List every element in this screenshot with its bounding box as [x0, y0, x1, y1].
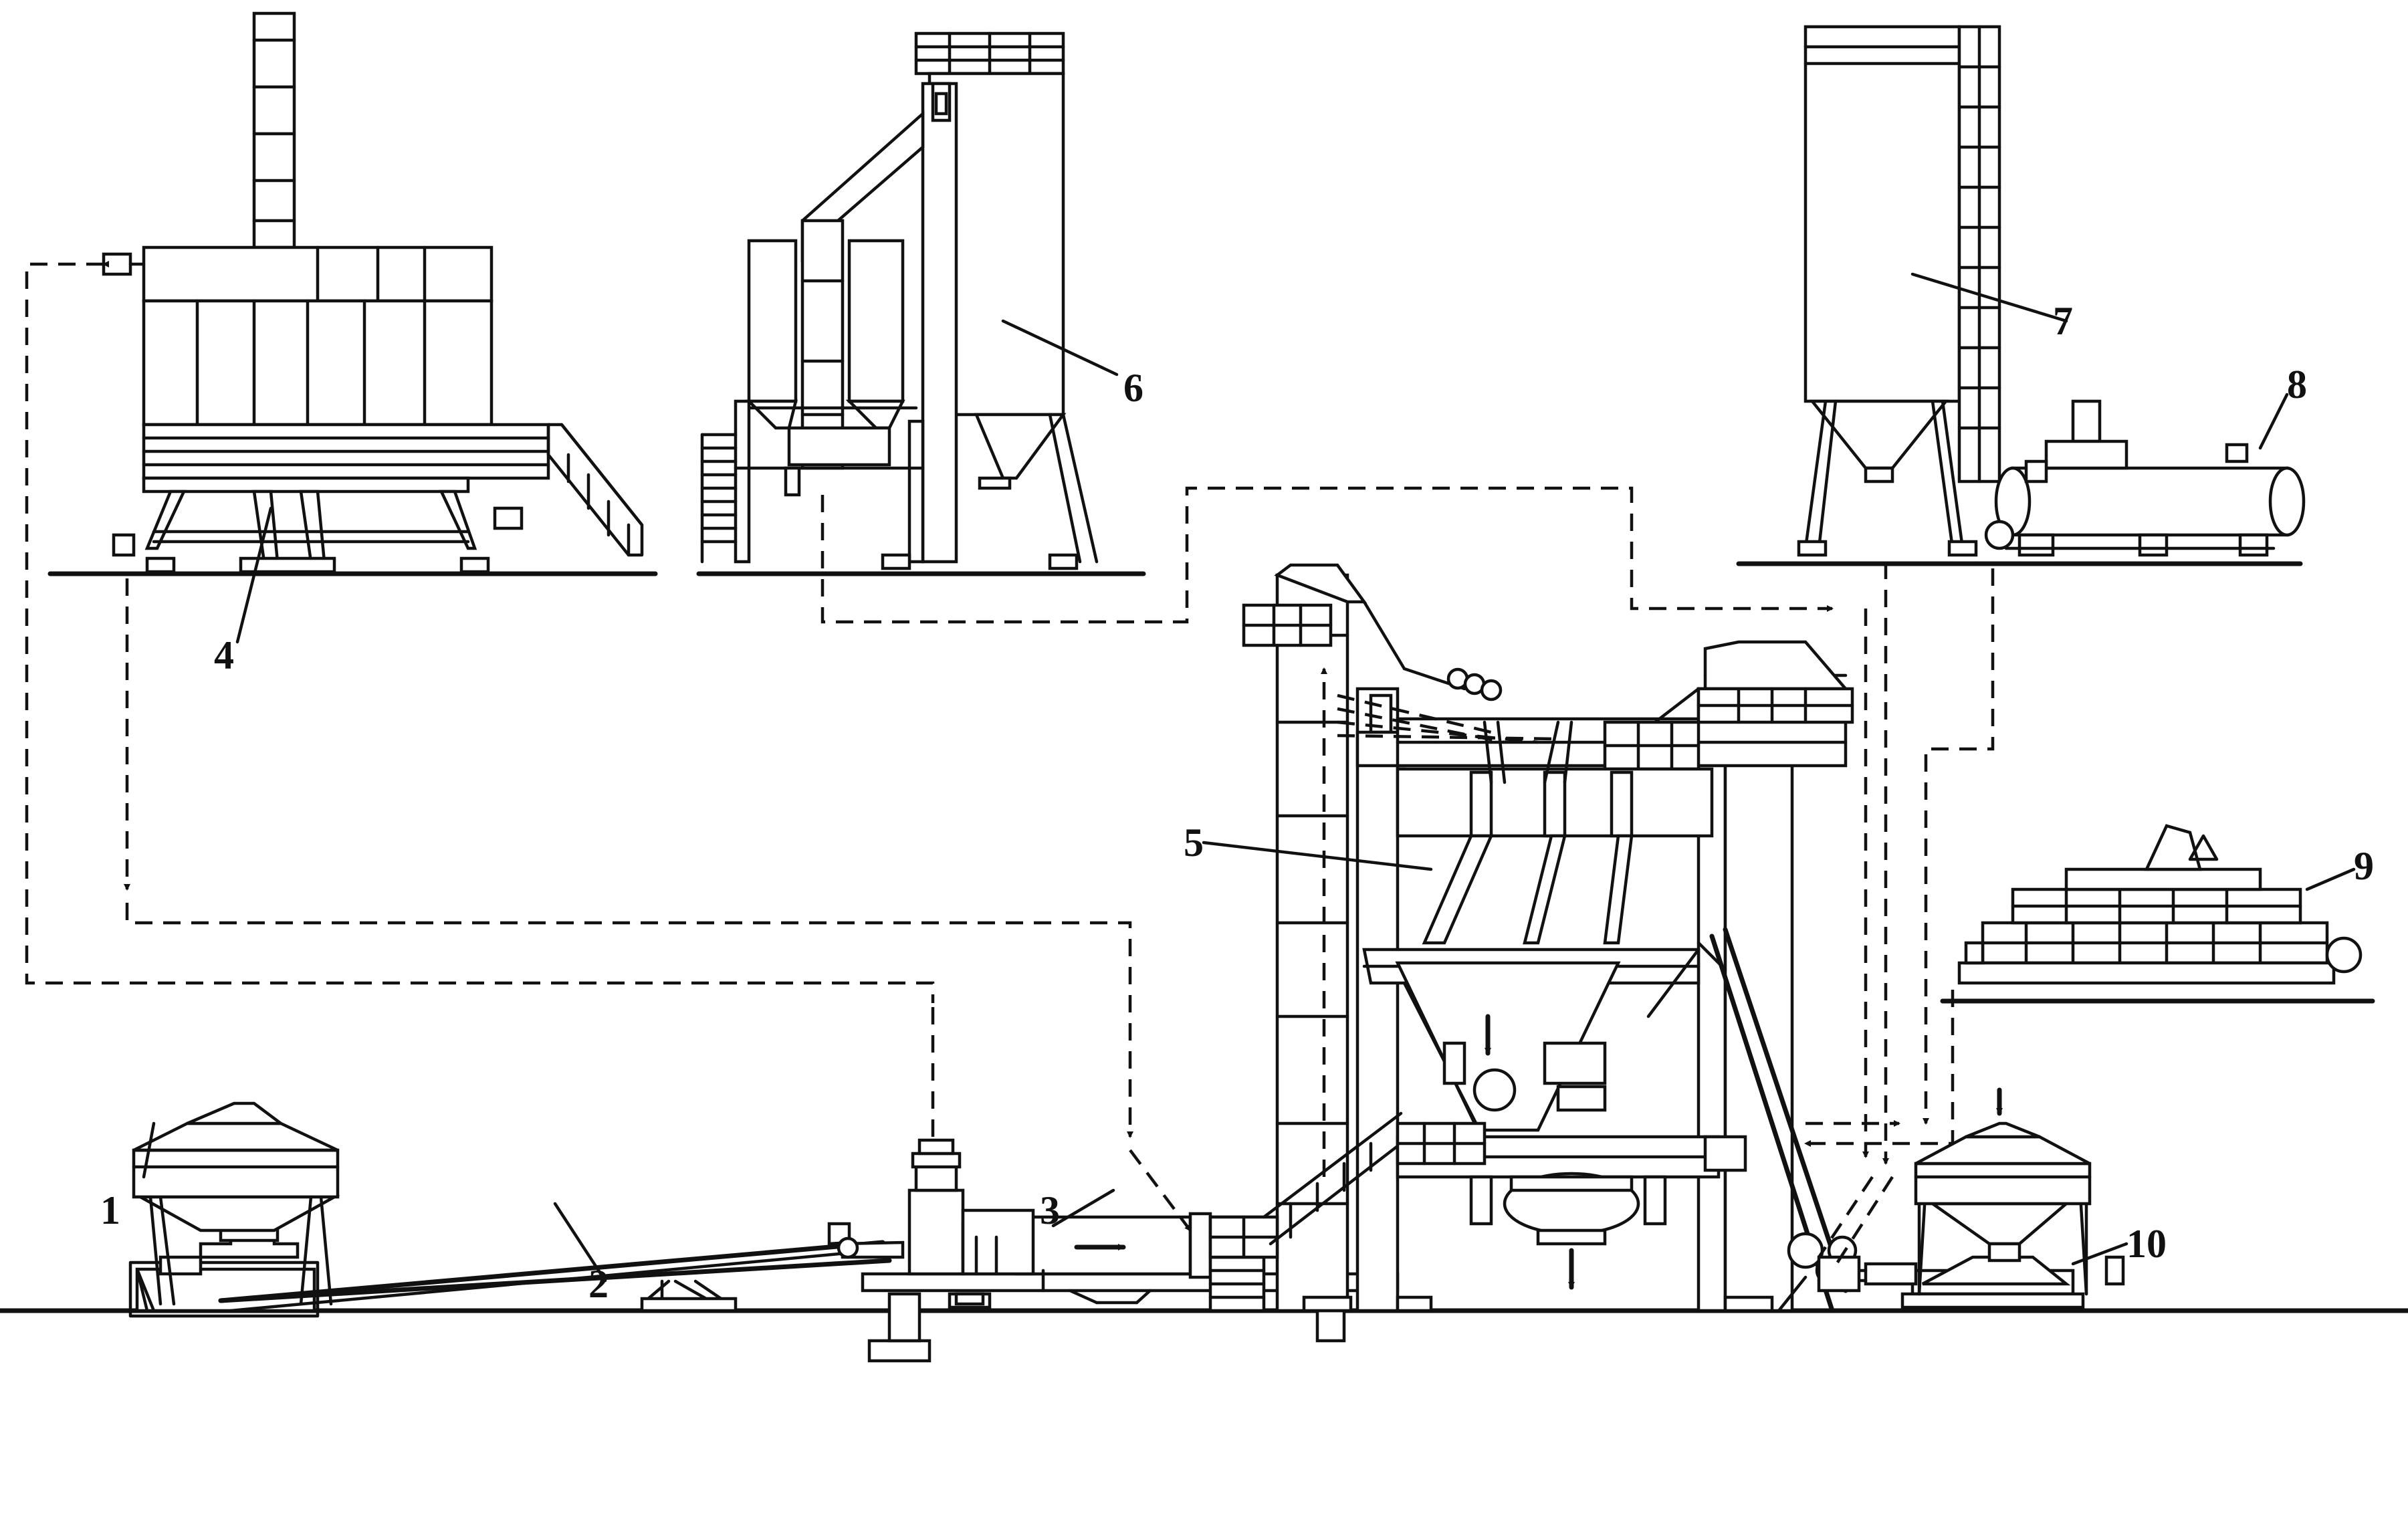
bitumen-tank	[1984, 399, 2306, 557]
label-3: 3	[1040, 1188, 1060, 1232]
label-6: 6	[1123, 366, 1143, 410]
cold-feed-hopper	[128, 1101, 340, 1318]
label-2: 2	[588, 1262, 609, 1306]
storage-silo	[1797, 25, 2001, 557]
filler-silo	[700, 31, 1099, 570]
label-1: 1	[100, 1188, 120, 1232]
flow-lines	[25, 261, 2003, 1272]
label-9: 9	[2354, 844, 2374, 888]
label-5: 5	[1184, 821, 1204, 865]
label-4: 4	[214, 633, 234, 677]
surge-hopper	[1817, 1121, 2125, 1309]
mixing-tower	[1208, 563, 1861, 1313]
bag-filter	[102, 11, 644, 574]
callout-labels: 1 2 3 4 5 6 7 8 9 10	[100, 299, 2374, 1306]
label-7: 7	[2053, 299, 2073, 343]
leader-lines	[142, 272, 2356, 1283]
truck-loading-unit	[1957, 824, 2363, 985]
label-8: 8	[2287, 362, 2307, 407]
ground-lines	[0, 561, 2408, 1313]
inclined-belt-conveyor	[218, 1222, 905, 1313]
label-10: 10	[2126, 1222, 2167, 1266]
